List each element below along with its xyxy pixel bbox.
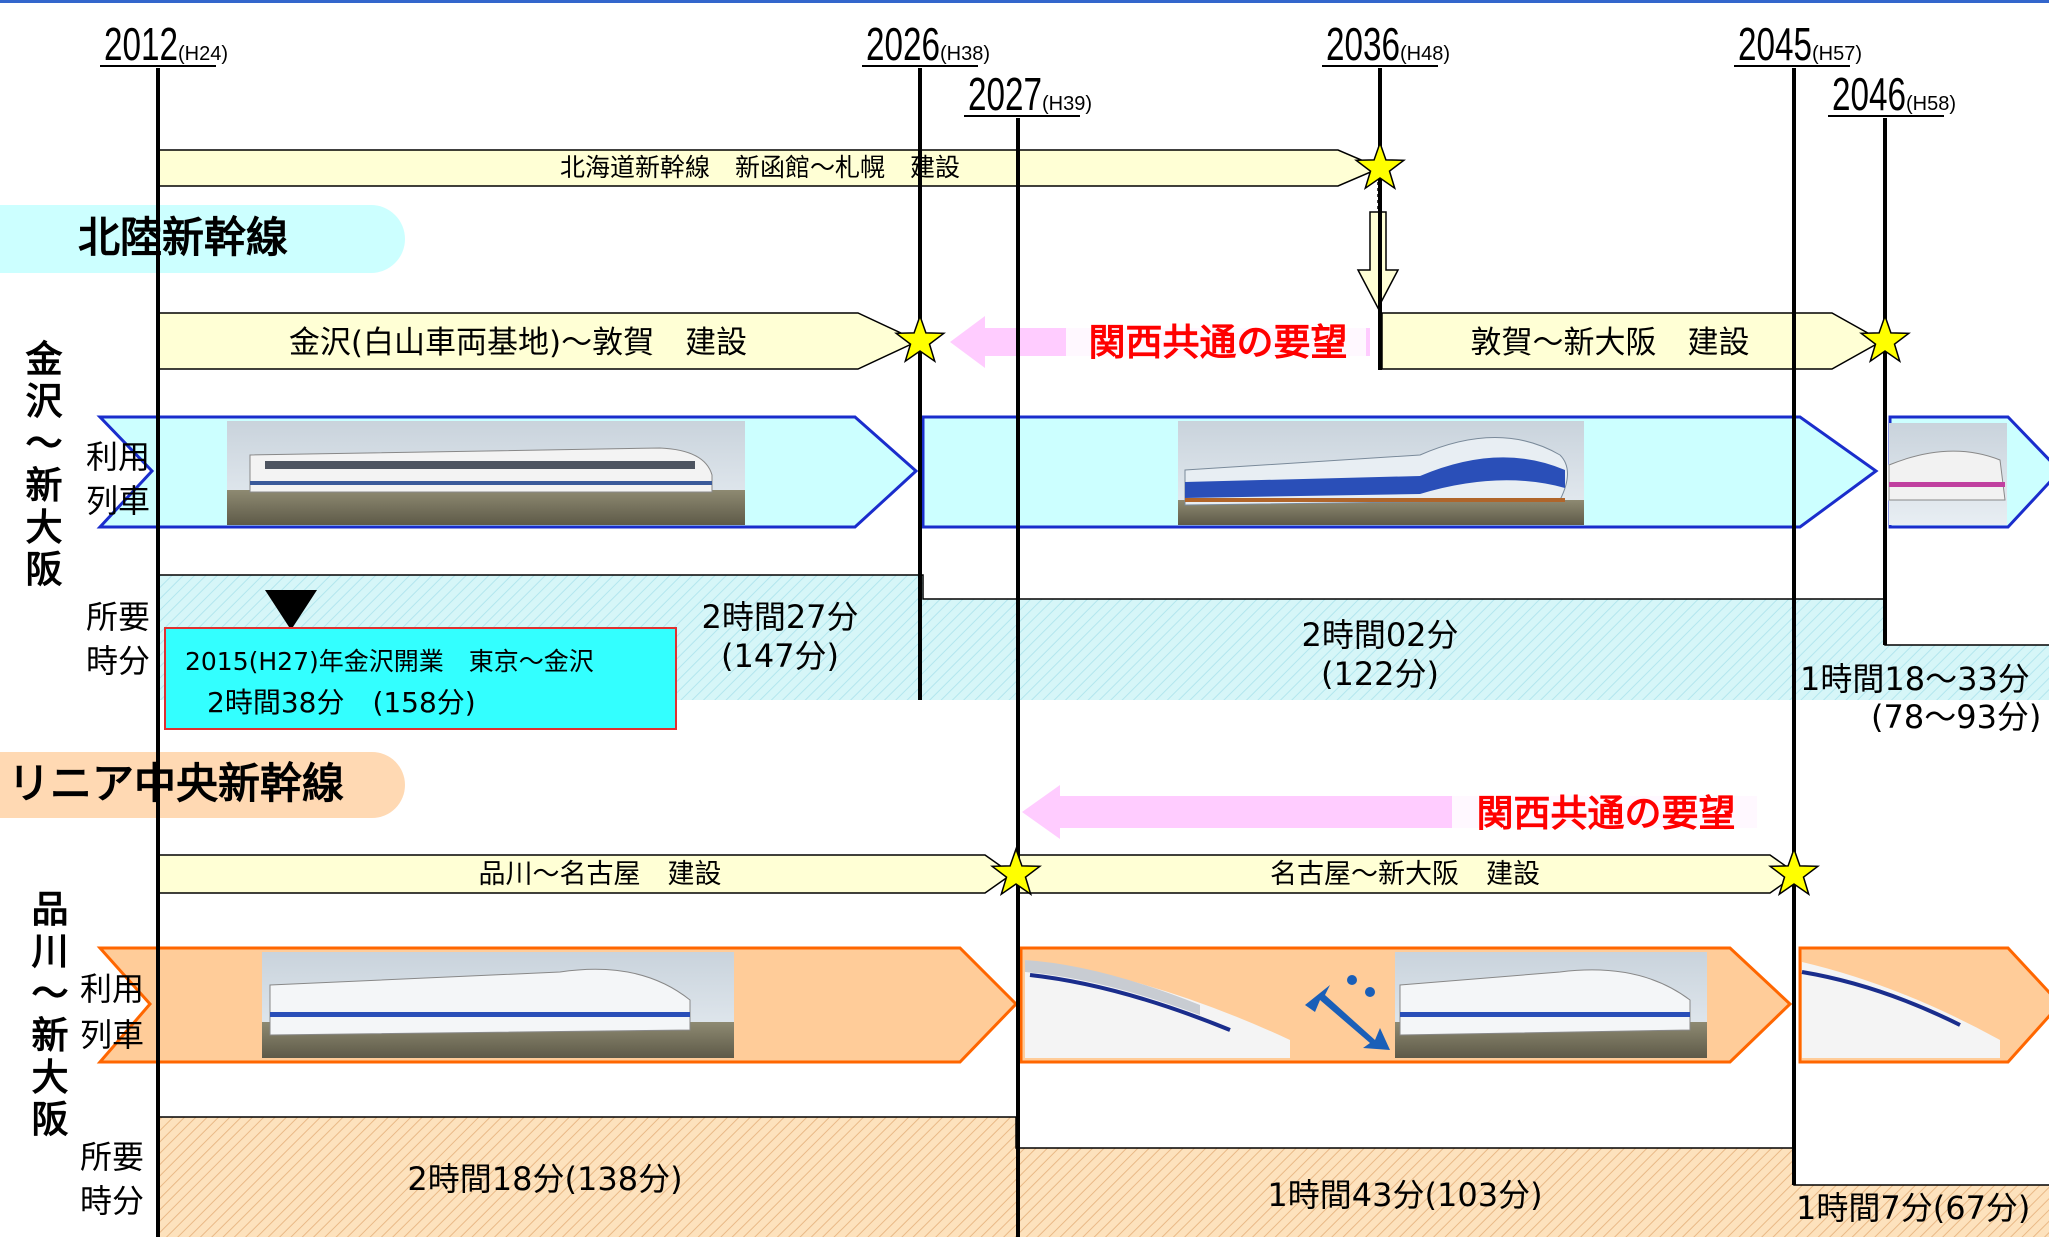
year-2026: 2026: [866, 18, 940, 70]
nagoya-shinosaka-build-label: 名古屋〜新大阪 建設: [1270, 859, 1540, 890]
hokuriku-time-3: 1時間18〜33分: [1800, 660, 2030, 698]
hokuriku-time-2-min: (122分): [1321, 655, 1439, 693]
maglev-train-photo-2: [1801, 962, 2000, 1058]
era-h38: (H38): [940, 43, 990, 65]
transfer-icon: [1305, 975, 1390, 1050]
hokuriku-pill: [0, 205, 405, 273]
hokuriku-train-label-1: 利用: [86, 438, 150, 476]
kanazawa-note-line-2: 2時間38分 (158分): [207, 686, 476, 719]
linear-time-3: 1時間7分(67分): [1796, 1189, 2030, 1227]
svg-text:沢: 沢: [26, 380, 64, 423]
linear-time-bar-3: [1794, 1185, 2049, 1237]
hokuriku-time-1-min: (147分): [721, 637, 839, 675]
svg-text:品: 品: [32, 888, 69, 931]
svg-text:阪: 阪: [26, 548, 63, 591]
linear-time-label-1: 所要: [80, 1138, 144, 1176]
linear-pill: [0, 752, 405, 818]
maglev-train-photo-1: [1025, 960, 1290, 1058]
linear-train-label-2: 列車: [80, 1016, 144, 1054]
linear-time-bar-1: [158, 1117, 1016, 1237]
era-h39: (H39): [1042, 93, 1092, 115]
thunderbird-train-photo: [227, 421, 745, 525]
svg-text:川: 川: [32, 930, 69, 973]
svg-text:新: 新: [26, 464, 63, 507]
svg-text:大: 大: [26, 506, 63, 549]
tsuruga-shinosaka-build-label: 敦賀〜新大阪 建設: [1471, 325, 1750, 361]
era-h24: (H24): [178, 43, 228, 65]
year-header-2026: 2026 (H38): [862, 18, 990, 70]
kanazawa-note-box: [164, 627, 677, 730]
year-header-2046: 2046 (H58): [1828, 68, 1956, 120]
svg-text:新: 新: [32, 1014, 69, 1057]
year-2027: 2027: [968, 68, 1042, 120]
shinkansen-w7-photo: [1178, 421, 1584, 525]
linear-time-1: 2時間18分(138分): [407, 1160, 682, 1198]
era-h57: (H57): [1812, 43, 1862, 65]
hokuriku-time-2: 2時間02分: [1301, 616, 1458, 654]
hokuriku-time-bar-2: [923, 599, 1885, 700]
hokuriku-section-label: 金 沢 ～ 新 大 阪: [26, 338, 64, 591]
linear-train-label-1: 利用: [80, 970, 144, 1008]
linear-time-2: 1時間43分(103分): [1267, 1176, 1542, 1214]
hokuriku-request-label: 関西共通の要望: [1089, 321, 1348, 364]
hokuriku-time-3-min: (78〜93分): [1871, 698, 2041, 736]
star-2045-shinosaka: [1768, 846, 1820, 897]
star-2046-shinosaka: [1859, 313, 1911, 364]
linear-time-bar-2: [1016, 1148, 1794, 1237]
year-2012: 2012: [104, 18, 178, 70]
svg-text:～: ～: [32, 972, 69, 1015]
shinkansen-n700-photo-1: [262, 952, 734, 1058]
top-border: [0, 0, 2049, 3]
svg-text:阪: 阪: [32, 1098, 69, 1141]
linear-time-label-2: 時分: [80, 1182, 144, 1220]
star-2026-tsuruga: [894, 313, 946, 364]
year-2036: 2036: [1326, 18, 1400, 70]
star-2027-nagoya: [990, 846, 1042, 897]
year-header-2045: 2045 (H57): [1734, 18, 1862, 70]
shinagawa-nagoya-build-label: 品川〜名古屋 建設: [479, 859, 722, 890]
era-h58: (H58): [1906, 93, 1956, 115]
milestone-stars: [894, 140, 1911, 897]
year-2045: 2045: [1738, 18, 1812, 70]
linear-request-label: 関西共通の要望: [1477, 792, 1736, 835]
star-2036-hokkaido: [1354, 140, 1406, 191]
kanazawa-note-line-1: 2015(H27)年金沢開業 東京〜金沢: [185, 647, 594, 676]
linear-section-label: 品 川 ～ 新 大 阪: [32, 888, 69, 1141]
linear-title: リニア中央新幹線: [8, 759, 344, 808]
year-header-2027: 2027 (H39): [964, 68, 1092, 120]
year-header-2012: 2012 (H24): [100, 18, 228, 70]
year-header-2036: 2036 (H48): [1322, 18, 1450, 70]
kanazawa-tsuruga-build-label: 金沢(白山車両基地)〜敦賀 建設: [289, 325, 747, 361]
shinkansen-n700-photo-2: [1395, 952, 1707, 1058]
hokuriku-time-label-1: 所要: [86, 598, 150, 636]
hokuriku-time-1: 2時間27分: [701, 598, 858, 636]
hokuriku-train-label-2: 列車: [86, 482, 150, 520]
svg-text:～: ～: [26, 422, 63, 465]
note-pointer-triangle: [265, 590, 317, 630]
hokuriku-time-bar-3: [1885, 645, 2049, 700]
hokuriku-title: 北陸新幹線: [78, 213, 288, 262]
shinkansen-e2-photo: [1888, 423, 2007, 525]
hokuriku-time-label-2: 時分: [86, 642, 150, 680]
svg-text:大: 大: [32, 1056, 69, 1099]
svg-text:金: 金: [26, 338, 64, 381]
year-lines: [156, 68, 1887, 1237]
era-h48: (H48): [1400, 43, 1450, 65]
hokkaido-build-label: 北海道新幹線 新函館〜札幌 建設: [560, 153, 960, 182]
year-2046: 2046: [1832, 68, 1906, 120]
